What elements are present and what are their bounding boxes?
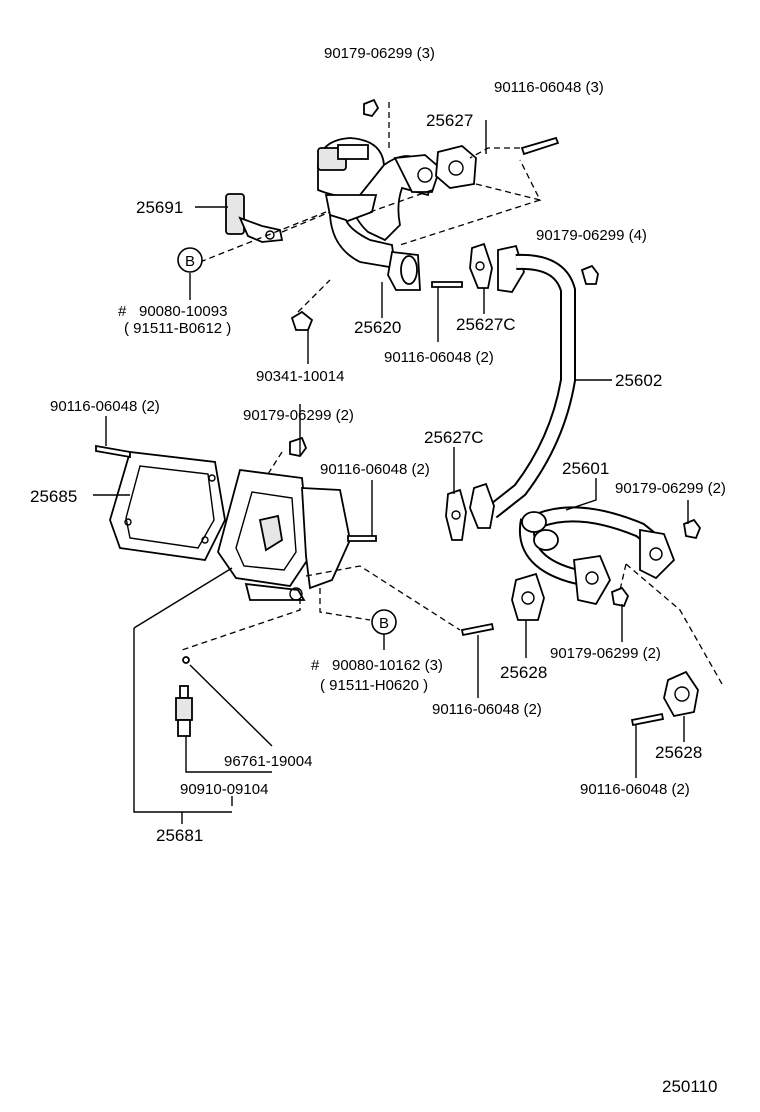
label-bolt-a: 90179-06299 (3) — [324, 45, 435, 62]
stud-mid-icon — [431, 281, 463, 288]
label-bolt-b-2: 90080-10162 (3) — [332, 657, 443, 674]
label-washer: 96761-19004 — [224, 753, 312, 770]
callout-25685: 25685 — [30, 487, 77, 506]
label-nut-c: 90179-06299 (2) — [243, 407, 354, 424]
label-stud-c: 90116-06048 (2) — [50, 398, 160, 415]
hash-mark-2: # — [311, 657, 320, 674]
gasket-25627-icon — [435, 145, 477, 189]
stud-b-bottom-icon — [460, 622, 495, 637]
callout-25681: 25681 — [156, 826, 203, 845]
callout-25627c-mid: 25627C — [424, 428, 484, 447]
label-nut-d: 90179-06299 (2) — [615, 480, 726, 497]
stud-top-icon — [520, 136, 560, 156]
label-nut-e: 90179-06299 (2) — [550, 645, 661, 662]
label-plug: 90910-09104 — [180, 781, 268, 798]
throttle-body-icon — [217, 469, 351, 601]
label-nut-b: 90179-06299 (4) — [536, 227, 647, 244]
pipe-25602-icon — [469, 244, 576, 529]
marker-b-bottom: B — [371, 609, 397, 635]
callout-25627c-top: 25627C — [456, 315, 516, 334]
svg-text:B: B — [185, 253, 195, 270]
callout-25620: 25620 — [354, 318, 401, 337]
callout-25601: 25601 — [562, 459, 609, 478]
hash-mark-1: # — [118, 303, 127, 320]
pipe-25601-icon — [518, 506, 676, 606]
label-stud-f: 90116-06048 (2) — [580, 781, 690, 798]
callout-25691: 25691 — [136, 198, 183, 217]
label-clip: 90341-10014 — [256, 368, 344, 385]
stud-bottom-right-icon — [630, 712, 665, 727]
egr-valve — [317, 137, 442, 291]
stud-left-icon — [95, 444, 131, 459]
marker-b-top: B — [177, 247, 203, 273]
callout-25628-mid: 25628 — [500, 663, 547, 682]
gasket-25627c-top-icon — [469, 242, 493, 289]
nut-4-icon — [580, 264, 599, 285]
gasket-25685-icon — [109, 451, 226, 561]
label-stud-b: 90116-06048 (2) — [384, 349, 494, 366]
sensor-25691-icon — [225, 193, 331, 243]
callout-25602: 25602 — [615, 371, 662, 390]
callout-25628-right: 25628 — [655, 743, 702, 762]
label-bolt-b-2-alt: ( 91511-H0620 ) — [320, 677, 428, 694]
label-stud-e: 90116-06048 (2) — [432, 701, 542, 718]
gasket-25627c-mid-icon — [445, 488, 467, 541]
label-stud-d: 90116-06048 (2) — [320, 461, 430, 478]
svg-text:B: B — [379, 615, 389, 632]
label-bolt-b-1: 90080-10093 — [139, 303, 227, 320]
nut-right-icon — [682, 518, 702, 540]
gasket-25628-right-icon — [663, 670, 699, 718]
spark-plug-icon — [175, 656, 193, 737]
bolt-top-icon — [363, 98, 390, 150]
stud-throttle-icon — [347, 535, 377, 542]
nut-lower-icon — [610, 586, 630, 608]
label-bolt-b-1-alt: ( 91511-B0612 ) — [124, 320, 231, 337]
label-stud-a: 90116-06048 (3) — [494, 79, 604, 96]
clip-icon — [290, 279, 331, 331]
callout-25627: 25627 — [426, 111, 473, 130]
gasket-25628-mid-icon — [511, 572, 545, 621]
figure-number: 250110 — [662, 1077, 717, 1096]
